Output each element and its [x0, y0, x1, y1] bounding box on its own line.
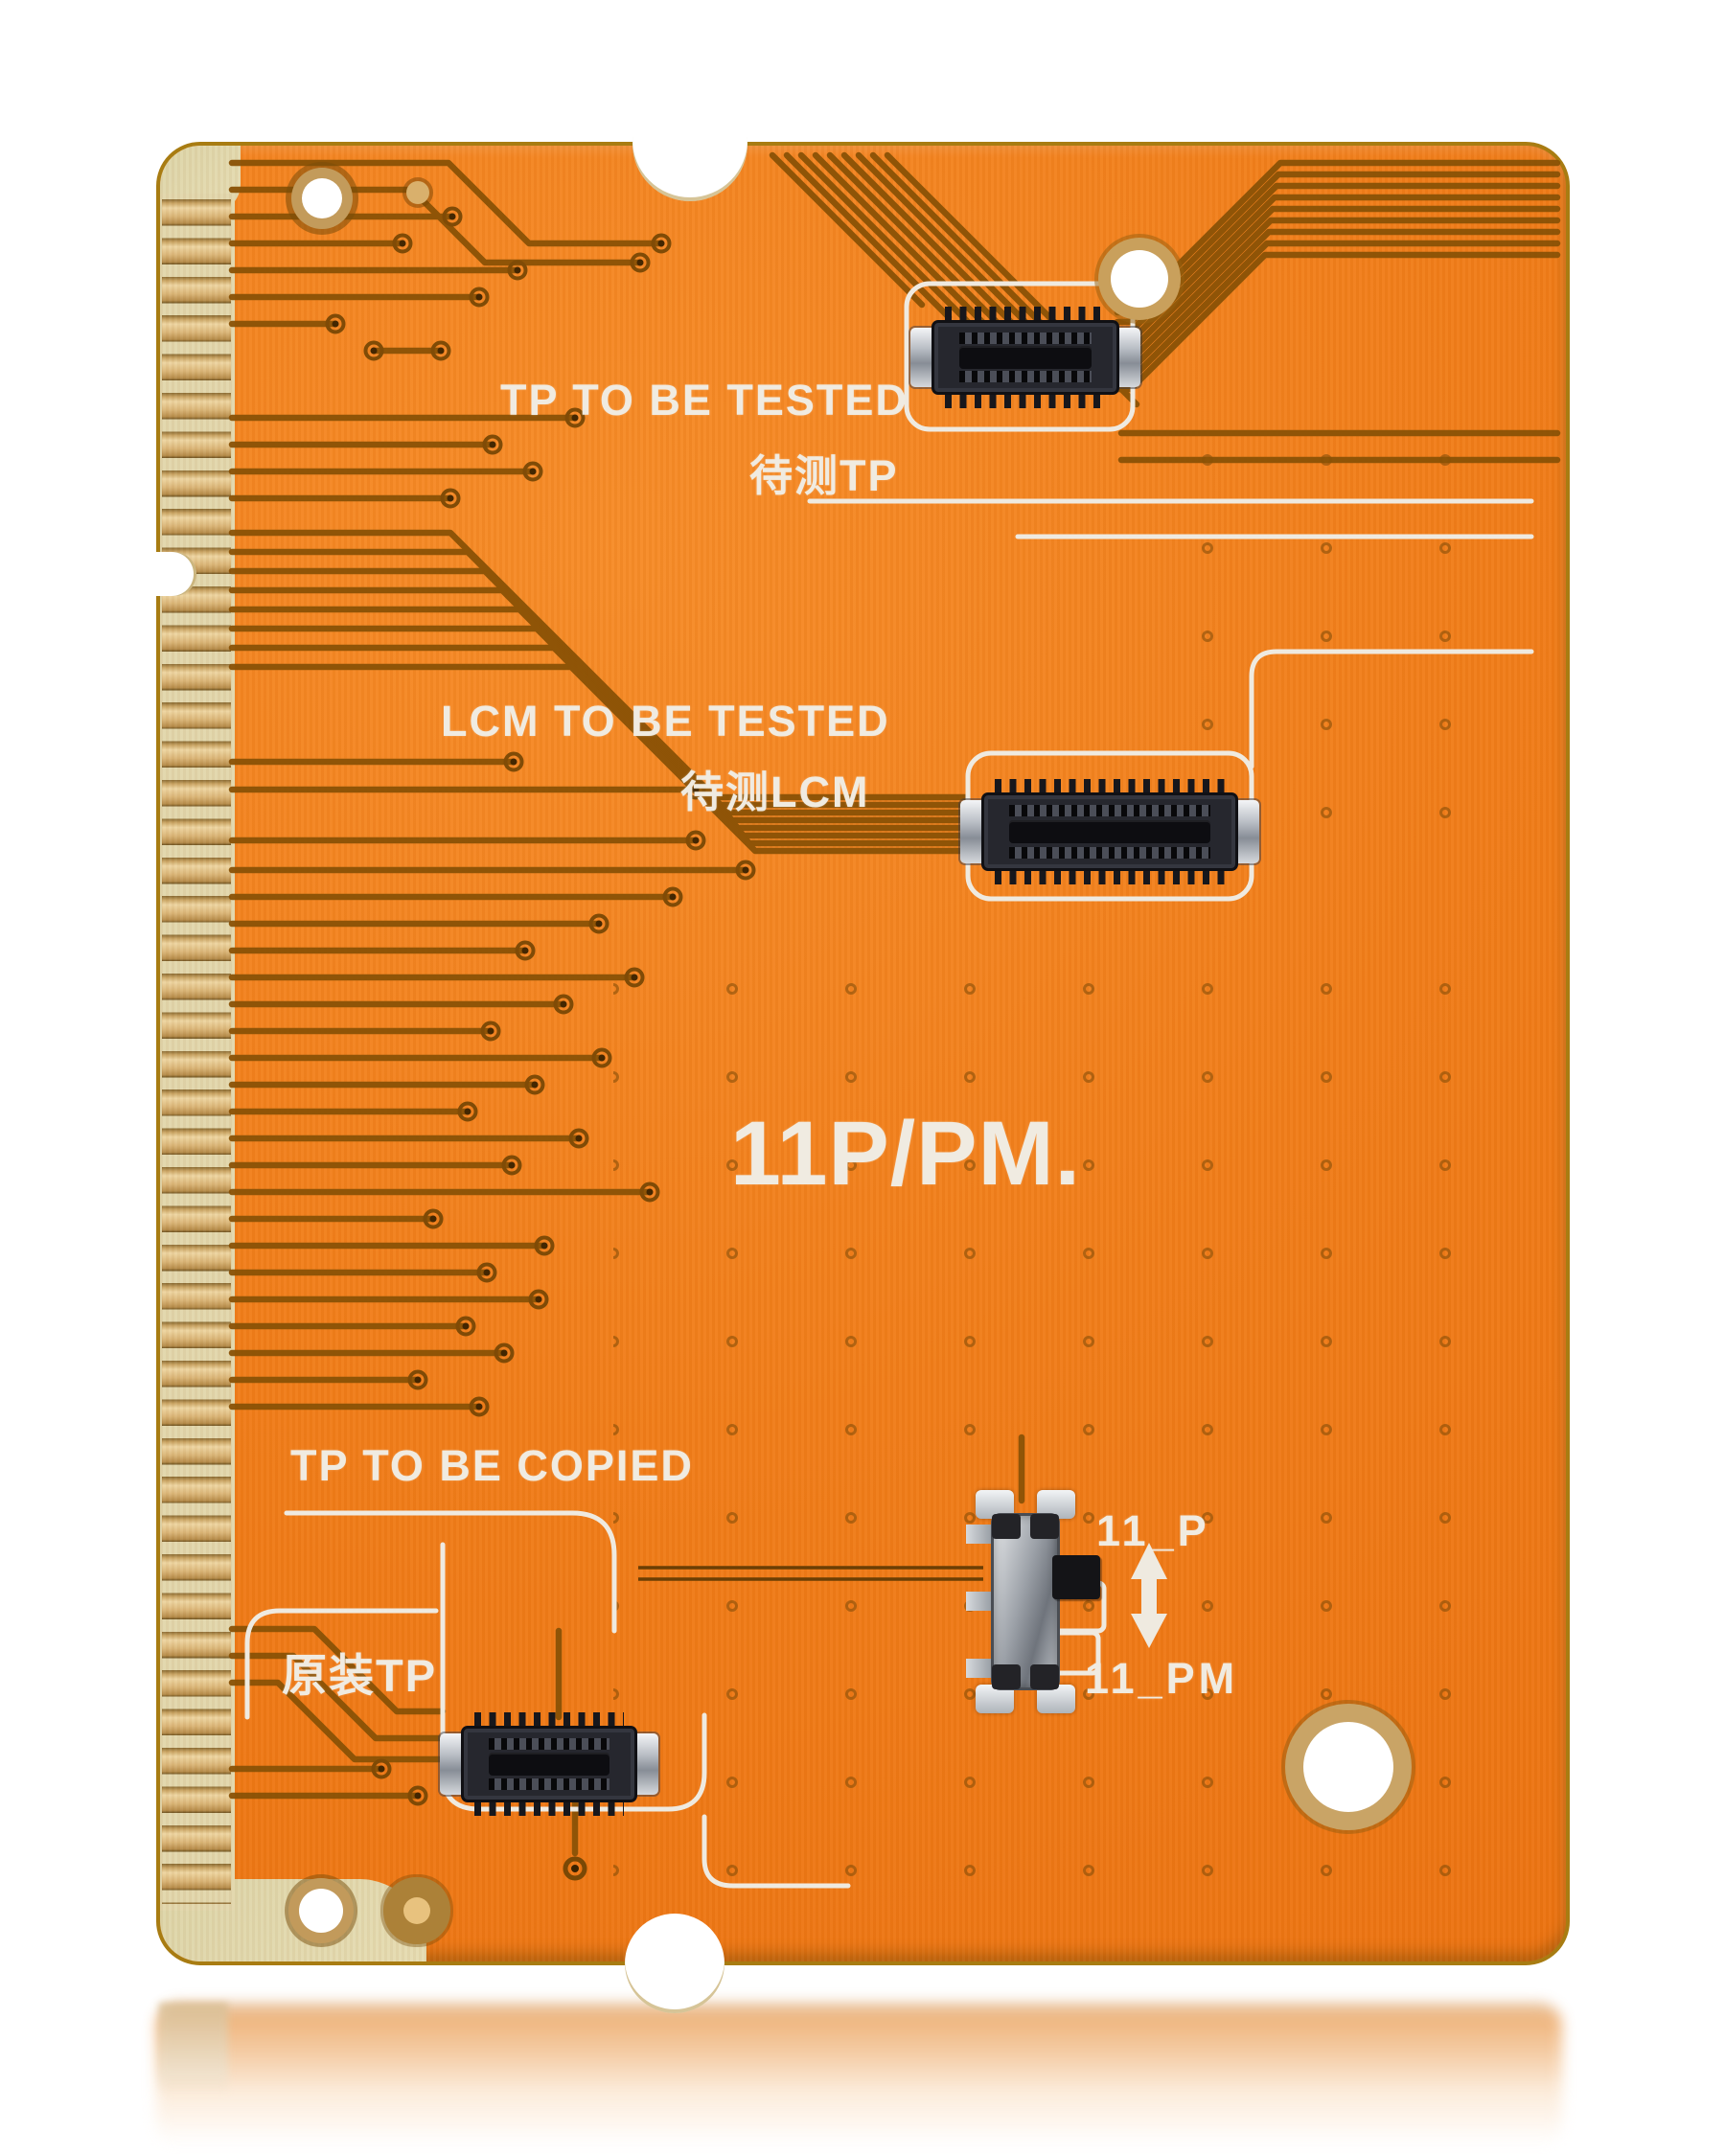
board-notch-top — [632, 86, 748, 201]
connector-contact-row — [489, 1738, 610, 1750]
switch-body — [991, 1513, 1060, 1690]
connector-slot — [1009, 820, 1210, 843]
via-ring — [563, 1856, 587, 1881]
connector-slot — [959, 346, 1092, 369]
lcm-test-connector — [960, 779, 1259, 884]
mounting-hole-bottom-left — [299, 1889, 343, 1933]
label-tp-to-be-copied: TP TO BE COPIED — [290, 1441, 694, 1490]
fiducial-pad-top-left — [406, 181, 429, 204]
label-lcm-to-be-tested: LCM TO BE TESTED — [441, 697, 890, 745]
switch-corner-pad — [992, 1514, 1021, 1539]
via-dot — [571, 1865, 579, 1872]
connector-contact-row — [489, 1778, 610, 1790]
switch-pin — [966, 1525, 991, 1544]
mounting-hole-top-left — [302, 178, 342, 218]
switch-pin — [966, 1659, 991, 1678]
slide-switch — [966, 1490, 1100, 1713]
switch-corner-pad — [1030, 1664, 1059, 1689]
fingers-reflection — [159, 2003, 228, 2095]
switch-corner-pad — [1030, 1514, 1059, 1539]
board-notch-bottom — [625, 1914, 724, 2013]
gold-edge-fingers — [162, 199, 231, 1904]
label-switch-11pm: 11_PM — [1085, 1654, 1239, 1703]
fiducial-pad-bottom-left — [403, 1897, 430, 1924]
switch-corner-pad — [992, 1664, 1021, 1689]
mounting-hole-bottom-right — [1303, 1722, 1393, 1812]
connector-contact-row — [959, 333, 1092, 344]
mounting-hole-top-right — [1111, 250, 1168, 308]
connector-body — [932, 320, 1119, 395]
connector-contact-row — [959, 371, 1092, 382]
connector-pins — [945, 307, 1106, 321]
connector-pins — [474, 1712, 624, 1727]
connector-pins — [474, 1801, 624, 1816]
connector-pins — [995, 779, 1225, 793]
label-model: 11P/PM. — [730, 1103, 1082, 1204]
trace-group — [228, 151, 1561, 1857]
connector-contact-row — [1009, 805, 1210, 816]
switch-trace — [638, 1566, 983, 1581]
edge-slot-notch — [152, 552, 196, 596]
connector-contact-row — [1009, 847, 1210, 859]
label-lcm-to-be-tested-cn: 待测LCM — [680, 768, 870, 816]
connector-body — [981, 792, 1238, 871]
original-tp-connector — [440, 1712, 658, 1816]
switch-actuator — [1052, 1555, 1100, 1599]
connector-body — [461, 1726, 637, 1802]
switch-pin — [966, 1592, 991, 1611]
label-original-tp-cn: 原装TP — [282, 1650, 438, 1701]
board-reflection — [156, 2003, 1562, 2146]
connector-pins — [945, 394, 1106, 408]
connector-pins — [995, 870, 1225, 884]
double-arrow-icon — [1131, 1543, 1167, 1648]
label-tp-to-be-tested: TP TO BE TESTED — [500, 376, 908, 424]
label-switch-11p: 11_P — [1096, 1506, 1210, 1555]
tp-test-connector — [910, 307, 1140, 408]
via-dot-grid — [613, 912, 1552, 1918]
label-tp-to-be-tested-cn: 待测TP — [749, 451, 899, 500]
connector-slot — [489, 1753, 610, 1776]
